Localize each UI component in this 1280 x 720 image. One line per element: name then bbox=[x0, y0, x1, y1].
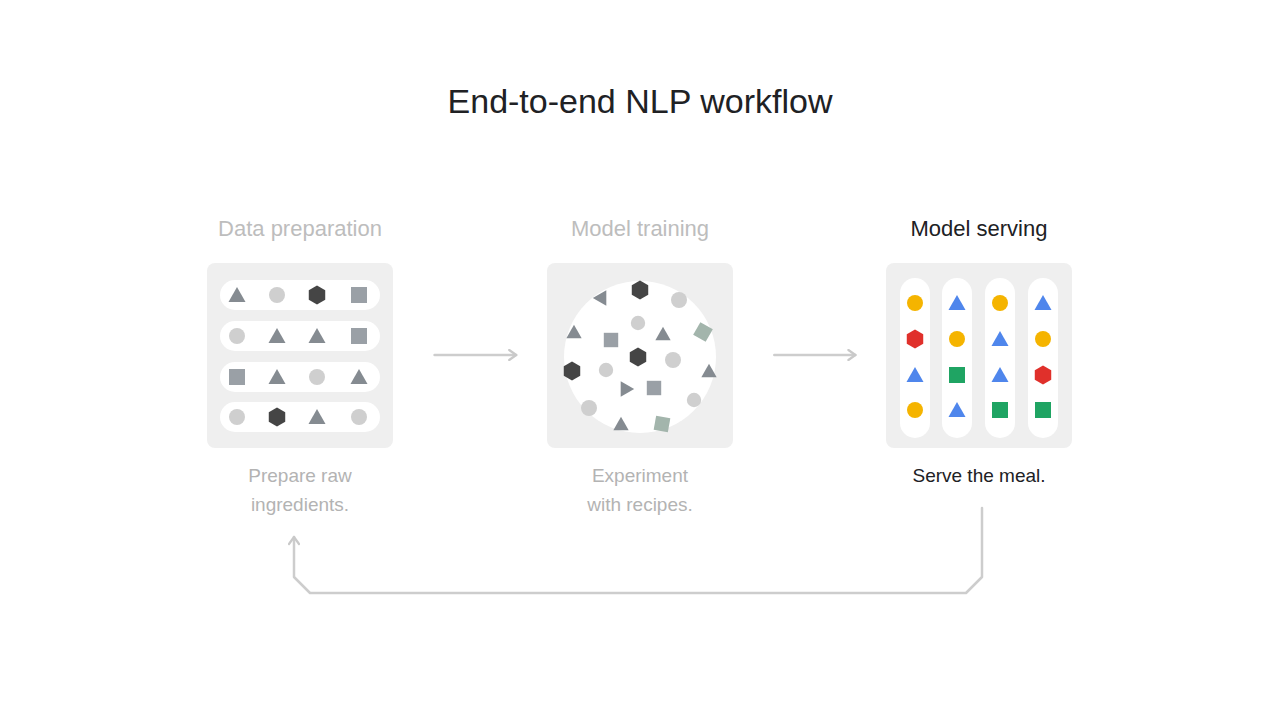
ingredient-shape bbox=[907, 295, 923, 311]
ingredient-shape bbox=[269, 287, 285, 303]
ingredient-shape bbox=[1035, 366, 1051, 385]
ingredient-shape bbox=[665, 352, 681, 368]
ingredient-shape bbox=[992, 331, 1009, 346]
ingredient-shape bbox=[949, 295, 966, 310]
stage-node: Data preparationPrepare raw ingredients. bbox=[207, 213, 393, 523]
ingredient-shape bbox=[564, 362, 580, 381]
stage-caption: Serve the meal. bbox=[886, 461, 1072, 490]
ingredient-shape bbox=[949, 402, 966, 417]
serving-column bbox=[942, 278, 972, 438]
ingredient-shape bbox=[907, 367, 924, 382]
ingredient-shape bbox=[907, 330, 923, 349]
ingredient-shape bbox=[229, 328, 245, 344]
serving-column bbox=[1028, 278, 1058, 438]
ingredient-shape bbox=[631, 316, 645, 330]
ingredient-shape bbox=[229, 369, 245, 385]
ingredient-shape bbox=[351, 369, 368, 384]
ingredient-shape bbox=[630, 348, 646, 367]
flow-arrow bbox=[435, 354, 517, 357]
ingredient-shape bbox=[687, 393, 701, 407]
serving-column bbox=[985, 278, 1015, 438]
data-row bbox=[220, 362, 380, 392]
stage-caption: Experiment with recipes. bbox=[580, 461, 700, 519]
data-row bbox=[220, 321, 380, 351]
ingredient-shape bbox=[309, 286, 325, 305]
ingredient-shape bbox=[949, 367, 965, 383]
ingredient-shape bbox=[621, 381, 635, 396]
ingredient-shape bbox=[1035, 402, 1051, 418]
stage-panel bbox=[207, 263, 393, 448]
data-row bbox=[220, 402, 380, 432]
ingredient-shape bbox=[693, 322, 713, 342]
data-row bbox=[220, 280, 380, 310]
ingredient-shape bbox=[1035, 295, 1052, 310]
flow-arrow bbox=[294, 508, 982, 593]
ingredient-shape bbox=[701, 364, 716, 378]
ingredient-shape bbox=[654, 416, 671, 433]
stage-panel bbox=[547, 263, 733, 448]
ingredient-shape bbox=[992, 367, 1009, 382]
ingredient-shape bbox=[655, 327, 670, 341]
stage-heading: Model serving bbox=[886, 213, 1072, 245]
ingredient-shape bbox=[581, 400, 597, 416]
ingredient-shape bbox=[351, 328, 367, 344]
ingredient-shape bbox=[269, 328, 286, 343]
flow-arrow bbox=[774, 354, 855, 357]
ingredient-shape bbox=[229, 287, 246, 302]
stage-heading: Model training bbox=[547, 213, 733, 245]
ingredient-shape bbox=[269, 369, 286, 384]
ingredient-shape bbox=[949, 331, 965, 347]
ingredient-shape bbox=[632, 281, 648, 300]
ingredient-shape bbox=[992, 402, 1008, 418]
ingredient-shape bbox=[647, 381, 661, 395]
stage-node: Model servingServe the meal. bbox=[886, 213, 1072, 494]
ingredient-shape bbox=[907, 402, 923, 418]
serving-column bbox=[900, 278, 930, 438]
ingredient-shape bbox=[269, 408, 285, 427]
ingredient-shape bbox=[992, 295, 1008, 311]
ingredient-shape bbox=[613, 417, 628, 431]
diagram-title: End-to-end NLP workflow bbox=[0, 82, 1280, 121]
ingredient-shape bbox=[351, 409, 367, 425]
ingredient-shape bbox=[1035, 331, 1051, 347]
ingredient-shape bbox=[309, 369, 325, 385]
mixing-bowl bbox=[564, 281, 716, 433]
ingredient-shape bbox=[671, 292, 687, 308]
stage-heading: Data preparation bbox=[207, 213, 393, 245]
ingredient-shape bbox=[229, 409, 245, 425]
stage-caption: Prepare raw ingredients. bbox=[225, 461, 375, 519]
ingredient-shape bbox=[351, 287, 367, 303]
ingredient-shape bbox=[309, 409, 326, 424]
stage-node: Model trainingExperiment with recipes. bbox=[547, 213, 733, 523]
ingredient-shape bbox=[566, 325, 581, 339]
ingredient-shape bbox=[599, 363, 613, 377]
ingredient-shape bbox=[604, 333, 618, 347]
ingredient-shape bbox=[309, 328, 326, 343]
ingredient-shape bbox=[593, 290, 607, 305]
stage-panel bbox=[886, 263, 1072, 448]
